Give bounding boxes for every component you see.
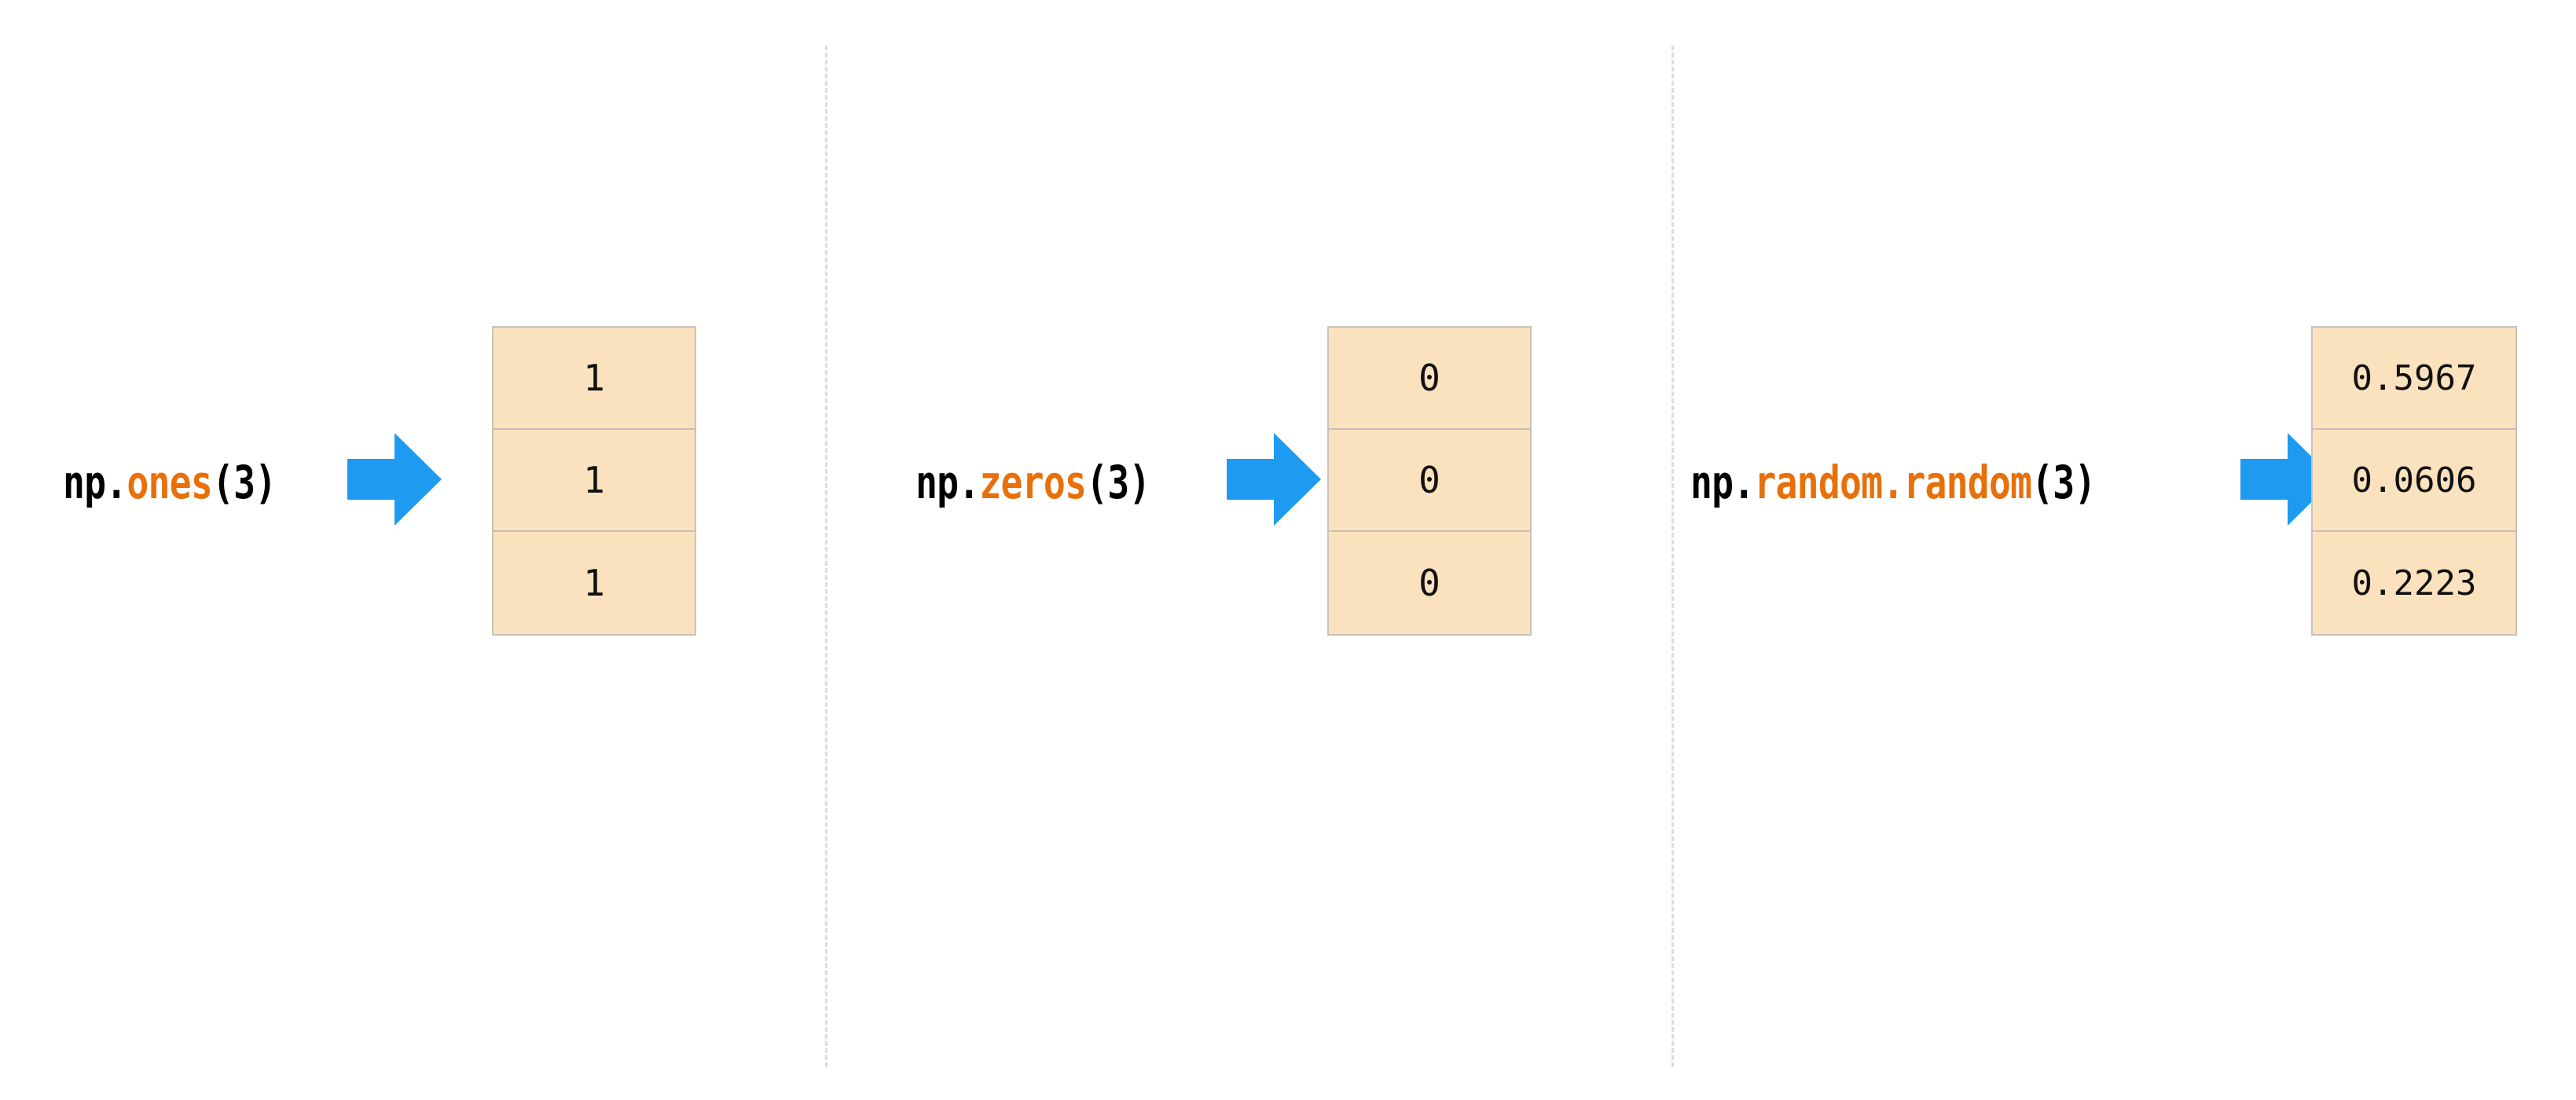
panel-random: np.random.random(3) 0.5967 0.0606 0.2223: [1672, 0, 2576, 1100]
array-cell: 0: [1329, 532, 1530, 634]
array-cell: 0: [1329, 328, 1530, 430]
array-cell: 0: [1329, 430, 1530, 532]
code-args: (3): [211, 456, 277, 509]
code-args: (3): [1086, 456, 1150, 509]
panel-zeros: np.zeros(3) 0 0 0: [826, 0, 1672, 1100]
array-cell: 0.0606: [2313, 430, 2515, 532]
code-label-random: np.random.random(3): [1690, 449, 2096, 515]
code-function: zeros: [979, 456, 1087, 509]
array-cell: 1: [494, 532, 695, 634]
panel-divider-1: [825, 46, 827, 1067]
array-cell: 0.2223: [2313, 532, 2515, 634]
code-function: random.random: [1754, 456, 2032, 509]
code-label-ones: np.ones(3): [63, 449, 277, 515]
code-args: (3): [2031, 456, 2096, 509]
code-namespace: np.: [63, 456, 127, 509]
array-table-zeros: 0 0 0: [1327, 326, 1532, 636]
array-table-random: 0.5967 0.0606 0.2223: [2311, 326, 2517, 636]
array-cell: 1: [494, 430, 695, 532]
panel-ones: np.ones(3) 1 1 1: [0, 0, 826, 1100]
right-arrow-icon: [347, 433, 442, 526]
right-arrow-icon: [1227, 433, 1321, 526]
code-function: ones: [127, 456, 212, 509]
array-cell: 1: [494, 328, 695, 430]
array-table-ones: 1 1 1: [492, 326, 696, 636]
code-namespace: np.: [916, 456, 980, 509]
panel-divider-2: [1671, 46, 1674, 1067]
array-cell: 0.5967: [2313, 328, 2515, 430]
code-namespace: np.: [1690, 456, 1755, 509]
code-label-zeros: np.zeros(3): [916, 449, 1150, 515]
